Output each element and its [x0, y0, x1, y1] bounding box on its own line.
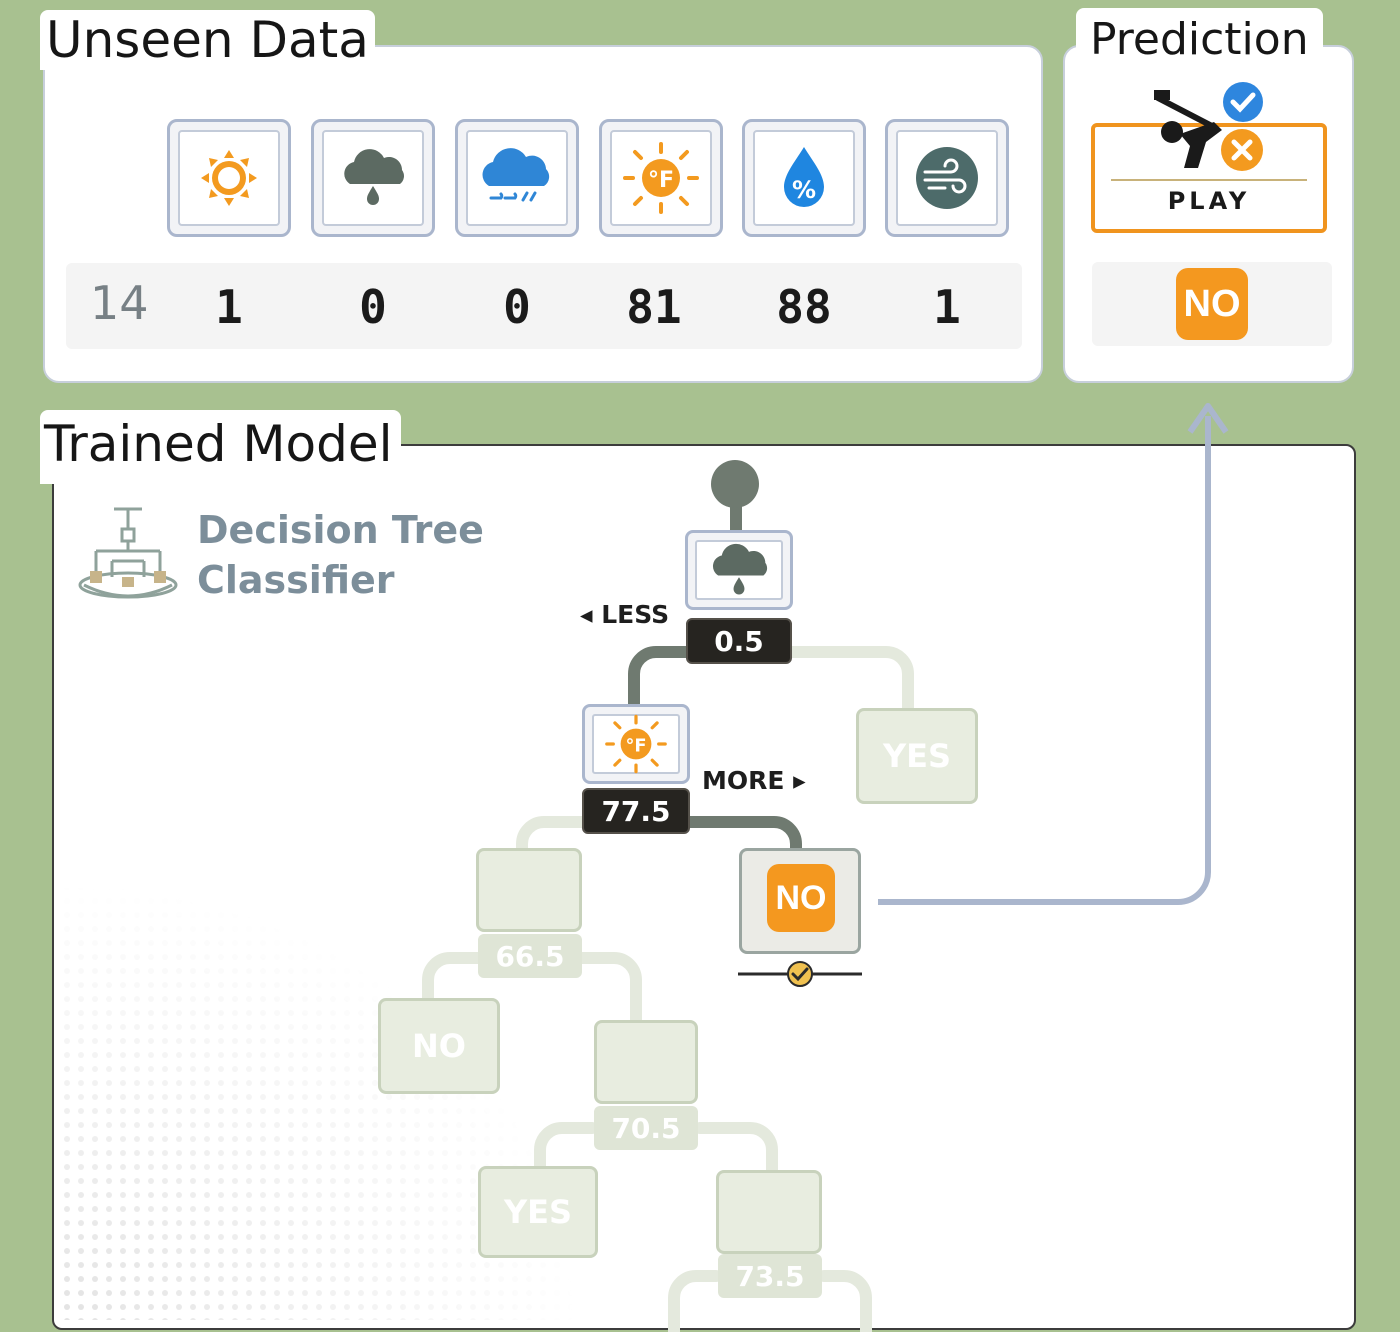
logo-line-2: Classifier — [197, 558, 395, 602]
faded-leaf-yes-2: YES — [478, 1166, 598, 1258]
temperature-icon: °F — [605, 714, 667, 774]
prediction-title: Prediction — [1076, 8, 1323, 72]
play-label: PLAY — [1167, 187, 1251, 215]
check-badge-icon — [1223, 82, 1263, 122]
temperature-node: °F — [582, 704, 690, 784]
row-index: 14 — [90, 276, 149, 330]
faded-temperature-node-3 — [716, 1170, 822, 1254]
leaf-value-badge: NO — [767, 864, 835, 932]
unseen-data-title: Unseen Data — [40, 10, 375, 70]
trained-model-title: Trained Model — [40, 410, 401, 484]
overcast-cloud-icon — [712, 543, 768, 595]
svg-text:°F: °F — [625, 735, 646, 756]
humidity-icon: % — [784, 147, 824, 207]
logo-line-1: Decision Tree — [197, 508, 484, 552]
second-threshold: 77.5 — [582, 788, 690, 834]
faded-threshold-2: 70.5 — [594, 1106, 698, 1150]
divider — [1111, 179, 1307, 181]
more-label: MORE ▸ — [702, 766, 806, 795]
feature-wind — [885, 119, 1009, 237]
less-label: ◂ LESS — [580, 600, 670, 629]
feature-temperature: °F — [599, 119, 723, 237]
faded-threshold-3: 73.5 — [718, 1254, 822, 1298]
rain-cloud-icon — [482, 148, 550, 202]
value-overcast: 0 — [359, 280, 387, 334]
model-logo-text: Decision Tree Classifier — [197, 505, 484, 605]
unseen-data-row — [66, 263, 1022, 349]
value-sunny: 1 — [215, 280, 243, 334]
temperature-icon: °F — [623, 142, 699, 214]
leaf-check-marker — [738, 961, 862, 987]
value-temperature: 81 — [626, 280, 682, 334]
faded-temperature-node-2 — [594, 1020, 698, 1104]
faded-leaf-yes: YES — [856, 708, 978, 804]
faded-temperature-node-1 — [476, 848, 582, 932]
faded-threshold-1: 66.5 — [478, 934, 582, 978]
value-rainy: 0 — [503, 280, 531, 334]
root-node-overcast — [685, 530, 793, 610]
golfer-icon — [1154, 90, 1222, 168]
sun-icon — [201, 150, 257, 206]
svg-text:°F: °F — [648, 168, 674, 193]
svg-text:%: % — [792, 176, 816, 204]
feature-outlook-overcast — [311, 119, 435, 237]
wind-icon — [916, 147, 978, 209]
feature-outlook-rainy — [455, 119, 579, 237]
root-threshold: 0.5 — [686, 618, 792, 664]
faded-leaf-no: NO — [378, 998, 500, 1094]
feature-humidity: % — [742, 119, 866, 237]
value-humidity: 88 — [776, 280, 832, 334]
prediction-value-badge: NO — [1176, 268, 1248, 340]
value-wind: 1 — [933, 280, 961, 334]
decision-tree-logo-icon — [78, 507, 178, 599]
feature-outlook-sunny — [167, 119, 291, 237]
overcast-cloud-icon — [344, 149, 404, 205]
cross-badge-icon — [1221, 129, 1263, 171]
